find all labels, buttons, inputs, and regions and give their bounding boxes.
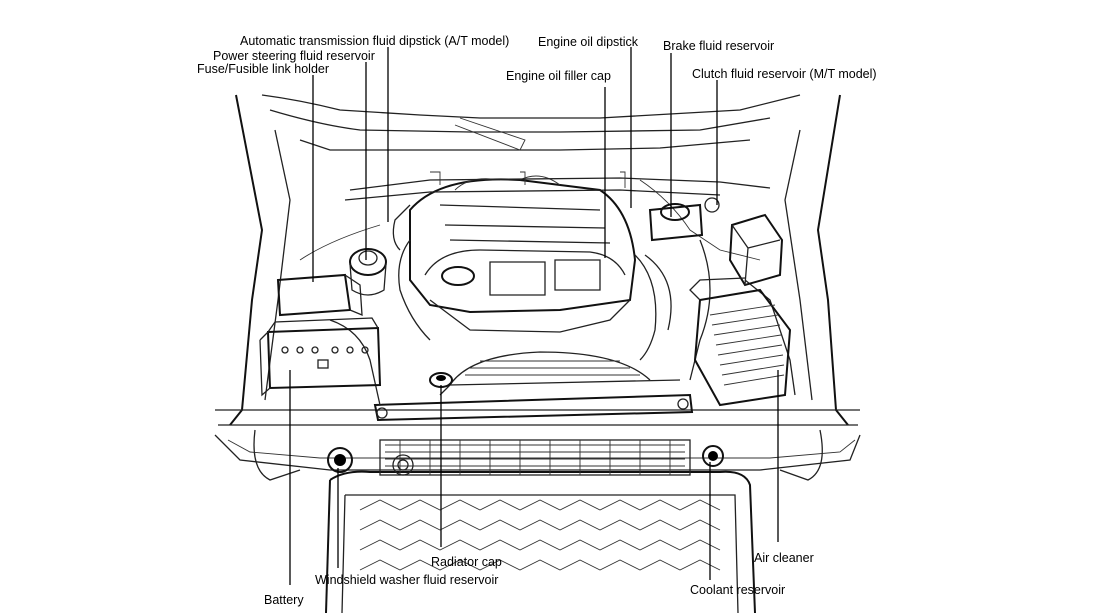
battery — [259, 317, 382, 397]
label-engine-oil-filler-cap: Engine oil filler cap — [506, 69, 611, 83]
leader-lines — [289, 47, 779, 585]
label-power-steering-reservoir: Power steering fluid reservoir — [213, 49, 375, 63]
washer-reservoir-cap — [327, 447, 353, 473]
callout-labels: Automatic transmission fluid dipstick (A… — [197, 34, 877, 607]
power-steering-reservoir — [349, 248, 387, 296]
radiator-core — [379, 439, 691, 476]
label-radiator-cap: Radiator cap — [431, 555, 502, 569]
label-fuse-holder: Fuse/Fusible link holder — [197, 62, 329, 76]
front-grille — [325, 470, 756, 613]
air-cleaner — [689, 277, 792, 407]
label-clutch-fluid-reservoir: Clutch fluid reservoir (M/T model) — [692, 67, 877, 81]
label-coolant-reservoir: Coolant reservoir — [690, 583, 785, 597]
brake-master-cylinder — [648, 197, 720, 242]
label-battery: Battery — [264, 593, 304, 607]
label-at-fluid-dipstick: Automatic transmission fluid dipstick (A… — [240, 34, 509, 48]
fuse-box — [276, 273, 363, 317]
label-washer-reservoir: Windshield washer fluid reservoir — [315, 573, 498, 587]
label-air-cleaner: Air cleaner — [754, 551, 814, 565]
hoses-and-pipes — [299, 171, 796, 406]
radiator-cap — [429, 372, 453, 388]
label-brake-fluid-reservoir: Brake fluid reservoir — [663, 39, 774, 53]
engine-block — [392, 175, 637, 341]
relay-box — [728, 213, 784, 287]
label-engine-oil-dipstick: Engine oil dipstick — [538, 35, 639, 49]
front-crossmember — [373, 379, 694, 422]
body-outline — [214, 94, 861, 481]
fan-shroud — [449, 351, 651, 386]
coolant-reservoir-cap — [702, 445, 724, 467]
